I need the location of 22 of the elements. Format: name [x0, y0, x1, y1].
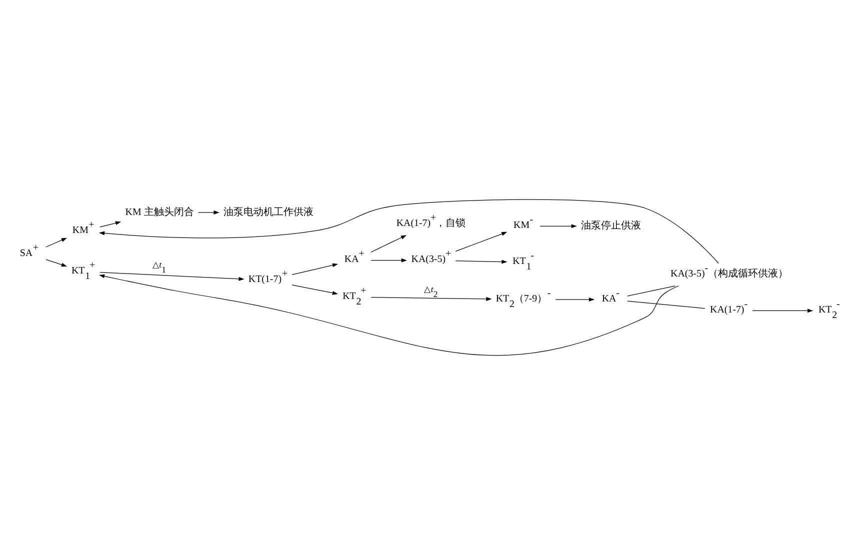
node-text: 油泵停止供液 [581, 220, 642, 232]
arrow [370, 234, 407, 252]
connector [627, 300, 706, 308]
arrow [98, 198, 719, 264]
node-text: 油泵电动机工作供液 [224, 206, 314, 218]
arrow [455, 231, 508, 252]
arrow [292, 262, 338, 274]
arrow [46, 237, 68, 247]
arrow [100, 272, 244, 280]
arrow [752, 308, 814, 312]
arrow [46, 258, 68, 266]
arrow [540, 224, 577, 228]
arrow [198, 210, 220, 214]
arrow [292, 284, 338, 294]
arrow [370, 296, 492, 300]
node-text: KM 主触头闭合 [125, 206, 194, 218]
connector [627, 285, 676, 296]
arrow [98, 274, 679, 356]
arrow [555, 297, 595, 301]
arrow [455, 259, 508, 264]
arrow [100, 220, 122, 227]
arrow [370, 258, 407, 262]
